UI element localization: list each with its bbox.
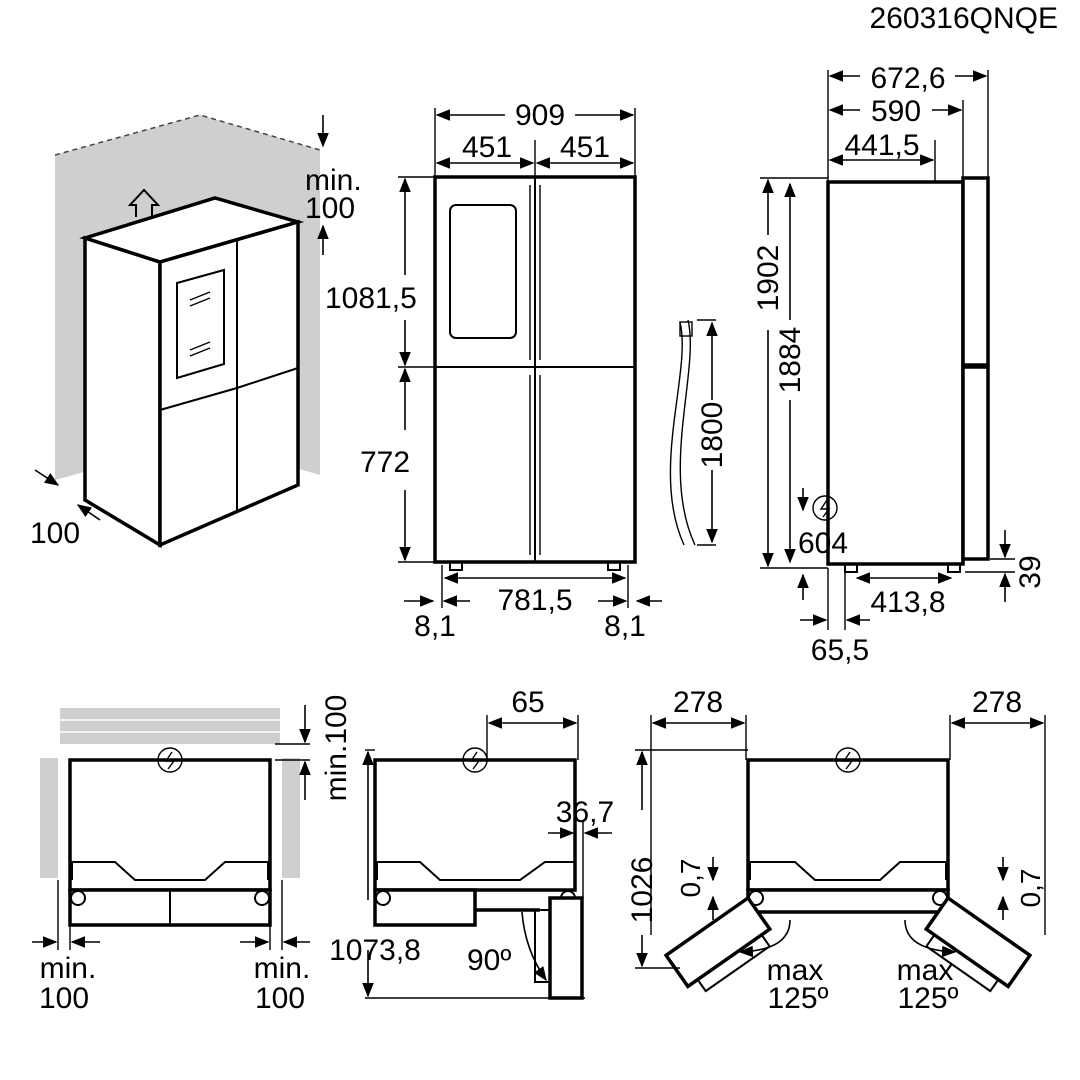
side-feet-depth: 413,8	[870, 586, 945, 619]
side-body	[826, 180, 965, 566]
front-width-total: 909	[515, 99, 565, 132]
fridge-side	[83, 235, 162, 549]
socket-icon	[157, 747, 183, 773]
door125-max-left: max	[767, 954, 824, 987]
isometric-view: min. 100 100	[30, 114, 362, 550]
iso-top-min: min.	[305, 164, 362, 197]
front-door-width-right: 451	[560, 131, 610, 164]
side-view: 672,6 590 441,5 1902 1884 604 413,8 65,5	[752, 62, 1047, 667]
door125-gap-right: 0,7	[1015, 869, 1046, 908]
front-upper-height: 1081,5	[325, 282, 417, 315]
door-open-125-left	[663, 895, 773, 989]
side-depth-body: 590	[871, 95, 921, 128]
door125-max-right: max	[897, 954, 954, 987]
plan-left-value: 100	[39, 982, 89, 1015]
cable-length: 1800	[696, 402, 729, 469]
iso-side-gap: 100	[30, 517, 80, 550]
front-lower-height: 772	[360, 446, 410, 479]
plan-door90-view: 90º 65 36,7 1073,8	[329, 686, 614, 1000]
plan-wall-clearance: min.100	[320, 695, 353, 802]
front-offset-left: 8,1	[414, 610, 456, 643]
drawing-code: 260316QNQE	[870, 2, 1058, 35]
door125-swing-left: 278	[673, 686, 723, 719]
plan-door125-view: max 125º max 125º 278 278 1026 0,7 0,7	[626, 686, 1046, 1015]
front-view: 909 451 451 1081,5 772 781,5 8,1 8,1	[325, 99, 662, 643]
door-open-90	[548, 896, 584, 1000]
door90-offset-top: 65	[511, 686, 544, 719]
door125-angle-right: 125º	[897, 982, 958, 1015]
side-height-body: 1884	[774, 327, 807, 394]
power-cable: 1800	[669, 319, 729, 546]
door125-angle-left: 125º	[767, 982, 828, 1015]
front-feet-distance: 781,5	[497, 584, 572, 617]
iso-top-value: 100	[305, 192, 355, 225]
plan-right-min: min.	[254, 952, 311, 985]
fridge-front	[158, 219, 300, 548]
socket-icon	[812, 495, 838, 521]
side-height-total: 1902	[752, 245, 785, 312]
plan-left-min: min.	[40, 952, 97, 985]
side-socket-height: 604	[798, 527, 848, 560]
plan-installation-view: min.100 min. 100 min. 100	[32, 695, 353, 1015]
front-offset-right: 8,1	[604, 610, 646, 643]
front-window	[449, 204, 517, 339]
side-depth-total: 672,6	[870, 62, 945, 95]
door125-gap-left: 0,7	[675, 859, 706, 898]
door90-depth-open: 1073,8	[329, 934, 421, 967]
plan-right-value: 100	[255, 982, 305, 1015]
socket-icon	[835, 747, 861, 773]
side-depth-top: 441,5	[844, 129, 919, 162]
door125-depth-open: 1026	[626, 857, 659, 924]
door90-angle: 90º	[467, 944, 511, 977]
side-front-foot-offset: 65,5	[811, 634, 869, 667]
door-window	[176, 268, 225, 380]
plug-icon	[679, 321, 693, 337]
wall-bricks	[60, 708, 280, 744]
front-door-width-left: 451	[462, 131, 512, 164]
up-arrow-icon	[127, 188, 161, 217]
door125-swing-right: 278	[972, 686, 1022, 719]
door90-hinge-offset: 36,7	[556, 796, 614, 829]
side-bottom-gap: 39	[1014, 555, 1047, 588]
